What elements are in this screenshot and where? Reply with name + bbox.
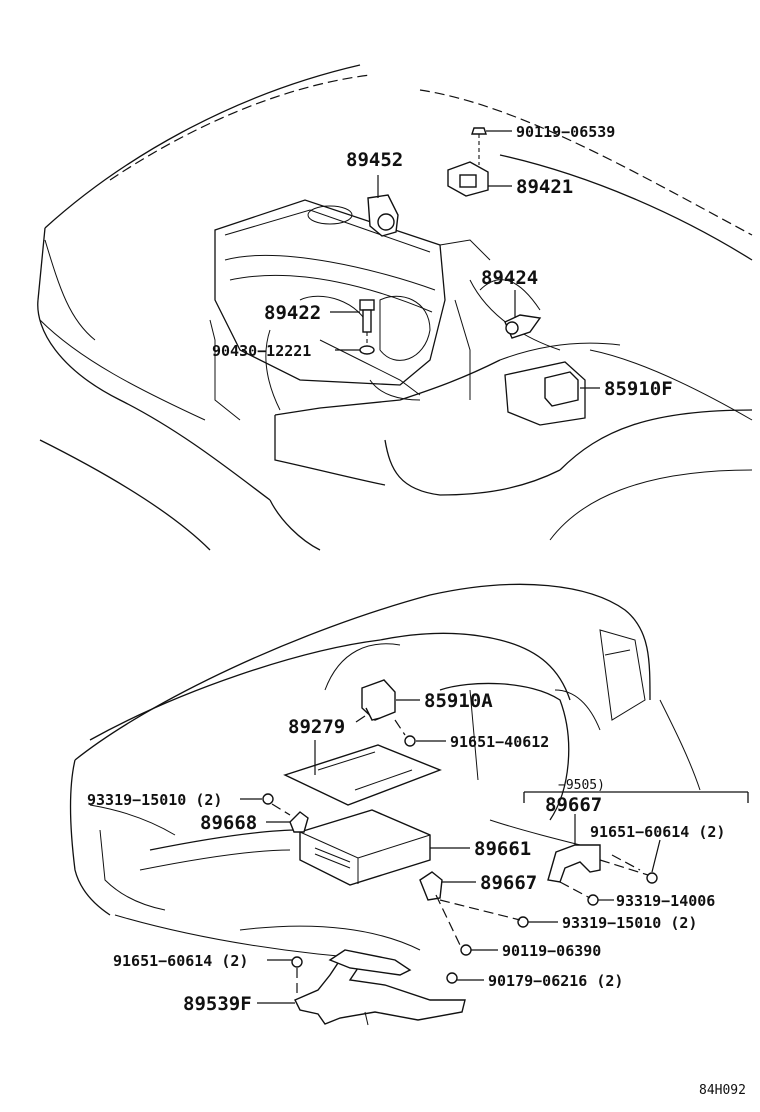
label-91651-40612: 91651−40612 — [450, 733, 549, 751]
sensor-89424 — [504, 290, 542, 339]
label-93319-15010-b: 93319−15010 (2) — [562, 914, 697, 932]
label-89661: 89661 — [474, 838, 531, 860]
label-90119-06539: 90119−06539 — [516, 123, 615, 141]
bracket-89539F — [294, 949, 466, 1026]
label-90430-12221: 90430−12221 — [212, 342, 311, 360]
figure-code: 84H092 — [699, 1083, 746, 1098]
relay-85910F — [544, 371, 579, 407]
label-89422: 89422 — [264, 302, 321, 324]
sensor-89422 — [359, 299, 375, 355]
dashboard-illustration — [69, 583, 701, 961]
label-85910A: 85910A — [424, 690, 493, 712]
label-89424: 89424 — [481, 267, 538, 289]
label-89452: 89452 — [346, 149, 403, 171]
label-90119-06390: 90119−06390 — [502, 942, 601, 960]
relay-85910A — [361, 679, 396, 721]
label-93319-15010-a: 93319−15010 (2) — [87, 791, 222, 809]
engine-bay-illustration — [37, 64, 753, 551]
sensor-89421 — [447, 161, 489, 197]
bracket-89667-variant — [547, 844, 601, 883]
variant-frame — [523, 791, 749, 845]
cover-89279 — [283, 740, 442, 806]
label-93319-14006: 93319−14006 — [616, 892, 715, 910]
label-85910F: 85910F — [604, 378, 673, 400]
label-89421: 89421 — [516, 176, 573, 198]
bolt-90119-06539 — [471, 127, 487, 165]
label-90179-06216: 90179−06216 (2) — [488, 972, 623, 990]
label-89539F: 89539F — [183, 993, 252, 1015]
bracket-89667-center — [419, 871, 443, 901]
sensor-89452 — [367, 175, 399, 237]
label-89279: 89279 — [288, 716, 345, 738]
label-89668: 89668 — [200, 812, 257, 834]
label-89667-center: 89667 — [480, 872, 537, 894]
label-range-note: −9505) — [558, 778, 605, 793]
label-91651-60614-a: 91651−60614 (2) — [590, 823, 725, 841]
bottom-fasteners — [262, 735, 658, 984]
ecu-89661 — [299, 809, 431, 886]
bracket-89668 — [289, 811, 309, 833]
label-89667-variant: 89667 — [545, 794, 602, 816]
part-labels: 89452 90119−06539 89421 89424 89422 9043… — [87, 123, 746, 1098]
label-91651-60614-b: 91651−60614 (2) — [113, 952, 248, 970]
